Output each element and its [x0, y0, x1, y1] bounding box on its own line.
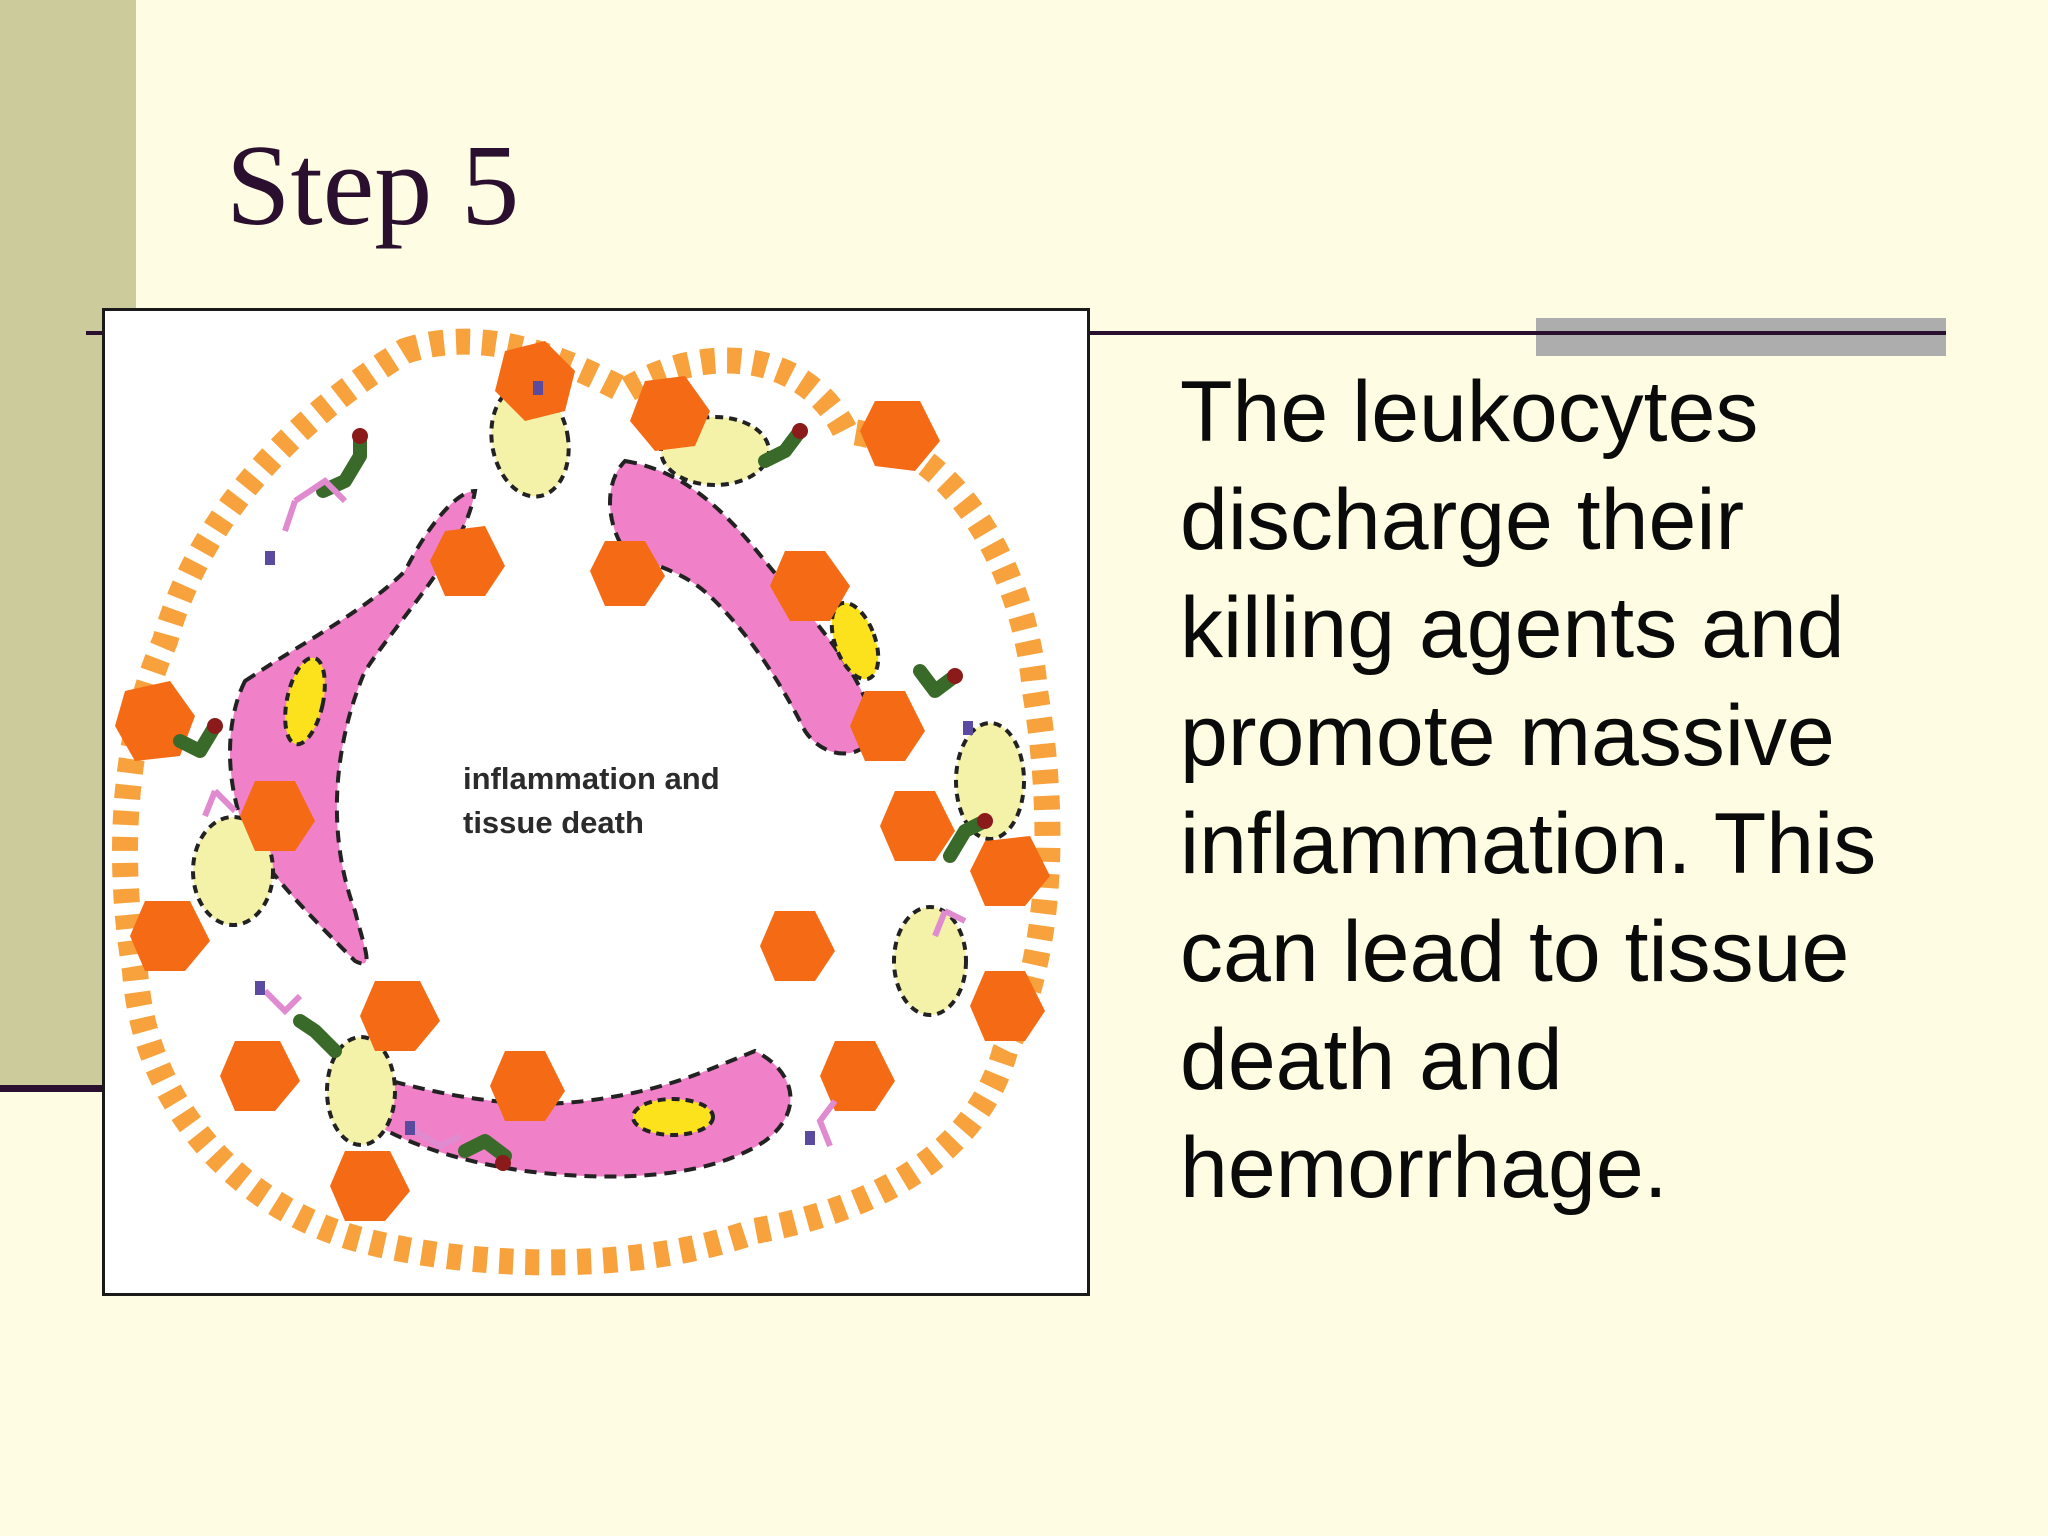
body-line: death and	[1180, 1012, 1563, 1108]
slide-title: Step 5	[226, 122, 520, 250]
slide-body: The leukocytes discharge their killing a…	[1180, 358, 1980, 1222]
title-divider-accent	[1536, 318, 1946, 356]
body-line: killing agents and	[1180, 580, 1845, 676]
cell-nuclei	[283, 600, 881, 1137]
body-line: discharge their	[1180, 472, 1745, 568]
body-line: can lead to tissue	[1180, 904, 1850, 1000]
markers	[255, 381, 973, 1145]
sidebar-rule	[0, 1085, 110, 1092]
body-line: hemorrhage.	[1180, 1120, 1668, 1216]
diagram-label-line2: tissue death	[463, 805, 644, 840]
body-line: inflammation. This	[1180, 796, 1877, 892]
inflammation-diagram: inflammation and tissue death	[102, 308, 1090, 1296]
body-line: The leukocytes	[1180, 364, 1759, 460]
body-line: promote massive	[1180, 688, 1835, 784]
diagram-label-line1: inflammation and	[463, 761, 720, 796]
receptors	[202, 477, 967, 1150]
antibody-tips	[207, 423, 993, 1171]
vessel-wall	[112, 328, 1061, 1276]
bacteria	[191, 383, 1026, 1147]
title-divider-accent-line	[1536, 331, 1946, 335]
